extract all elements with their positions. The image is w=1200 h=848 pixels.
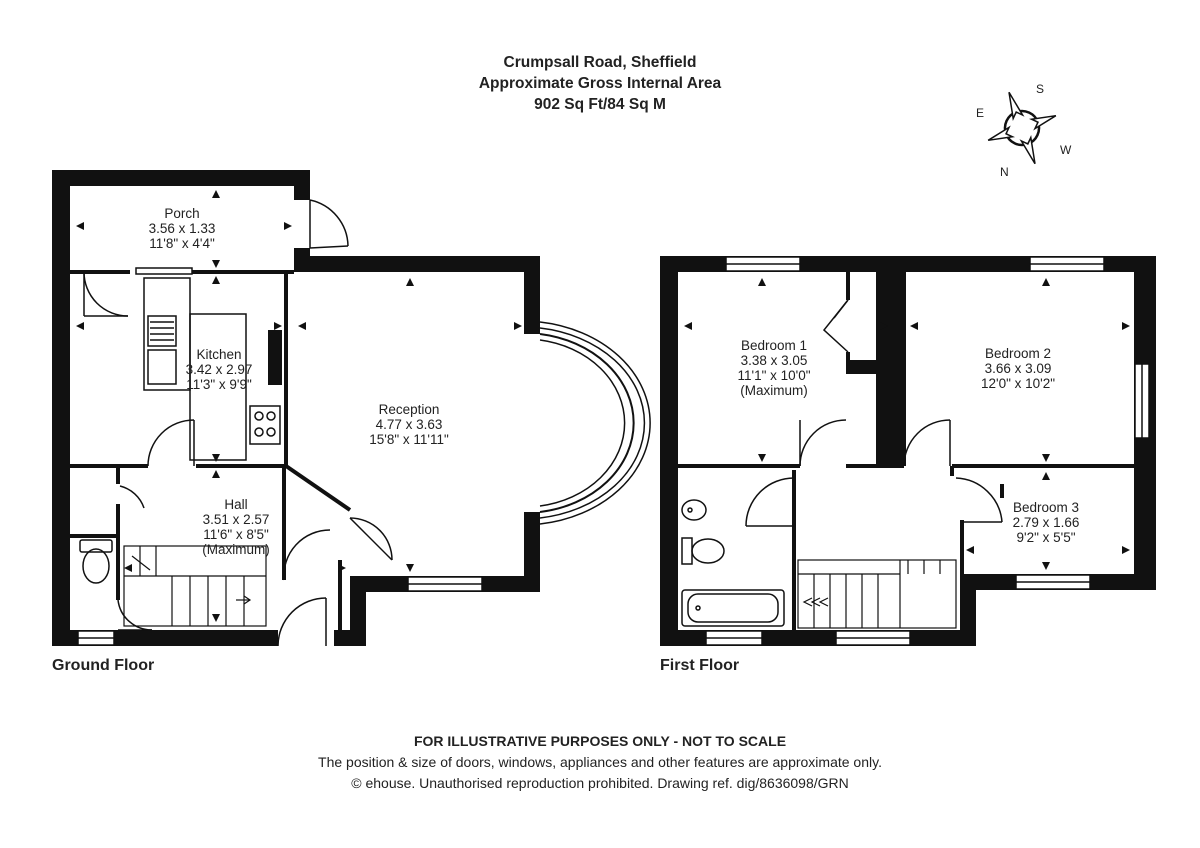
room-imperial: 15'8" x 11'11" <box>369 432 449 447</box>
compass-north-label: N <box>1000 165 1009 179</box>
disclaimer-heading: FOR ILLUSTRATIVE PURPOSES ONLY - NOT TO … <box>413 733 787 749</box>
compass-east-label: E <box>976 106 984 120</box>
room-label-reception: Reception 4.77 x 3.63 15'8" x 11'11" <box>369 402 449 447</box>
room-imperial: 11'3" x 9'9" <box>186 377 252 392</box>
room-name: Hall <box>224 497 248 512</box>
room-name: Bedroom 1 <box>740 338 808 353</box>
room-metric: 4.77 x 3.63 <box>375 417 443 432</box>
room-note: (Maximum) <box>202 542 270 557</box>
disclaimer-note: The position & size of doors, windows, a… <box>318 754 882 770</box>
room-metric: 3.56 x 1.33 <box>148 221 216 236</box>
room-metric: 3.42 x 2.97 <box>185 362 253 377</box>
room-label-bedroom1: Bedroom 1 3.38 x 3.05 11'1" x 10'0" (Max… <box>737 338 810 398</box>
room-name: Bedroom 3 <box>1012 500 1080 515</box>
first-floor-label: First Floor <box>660 657 740 674</box>
room-label-hall: Hall 3.51 x 2.57 11'6" x 8'5" (Maximum) <box>202 497 270 557</box>
room-name: Bedroom 2 <box>984 346 1052 361</box>
room-metric: 2.79 x 1.66 <box>1012 515 1080 530</box>
ground-floor-plan <box>52 170 651 647</box>
room-imperial: 12'0" x 10'2" <box>980 376 1056 391</box>
plan-title: Crumpsall Road, Sheffield <box>503 54 697 71</box>
room-imperial: 11'1" x 10'0" <box>737 368 811 383</box>
room-label-bedroom3: Bedroom 3 2.79 x 1.66 9'2" x 5'5" <box>1013 500 1080 545</box>
room-label-porch: Porch 3.56 x 1.33 11'8" x 4'4" <box>149 206 216 251</box>
first-floor-plan <box>660 256 1156 646</box>
compass-rose-icon <box>987 91 1057 165</box>
plan-area: 902 Sq Ft/84 Sq M <box>534 96 666 113</box>
room-imperial: 9'2" x 5'5" <box>1016 530 1076 545</box>
room-name: Porch <box>164 206 200 221</box>
room-imperial: 11'8" x 4'4" <box>149 236 215 251</box>
ground-floor-label: Ground Floor <box>52 657 155 674</box>
room-metric: 3.51 x 2.57 <box>202 512 270 527</box>
room-name: Kitchen <box>196 347 242 362</box>
room-label-kitchen: Kitchen 3.42 x 2.97 11'3" x 9'9" <box>186 347 253 392</box>
room-name: Reception <box>378 402 440 417</box>
room-label-bedroom2: Bedroom 2 3.66 x 3.09 12'0" x 10'2" <box>981 346 1055 391</box>
room-imperial: 11'6" x 8'5" <box>203 527 269 542</box>
plan-subtitle: Approximate Gross Internal Area <box>478 75 722 92</box>
room-metric: 3.38 x 3.05 <box>740 353 808 368</box>
compass-south-label: S <box>1036 82 1044 96</box>
room-note: (Maximum) <box>740 383 808 398</box>
copyright-line: © ehouse. Unauthorised reproduction proh… <box>351 775 849 791</box>
compass-west-label: W <box>1060 143 1072 157</box>
room-metric: 3.66 x 3.09 <box>984 361 1052 376</box>
